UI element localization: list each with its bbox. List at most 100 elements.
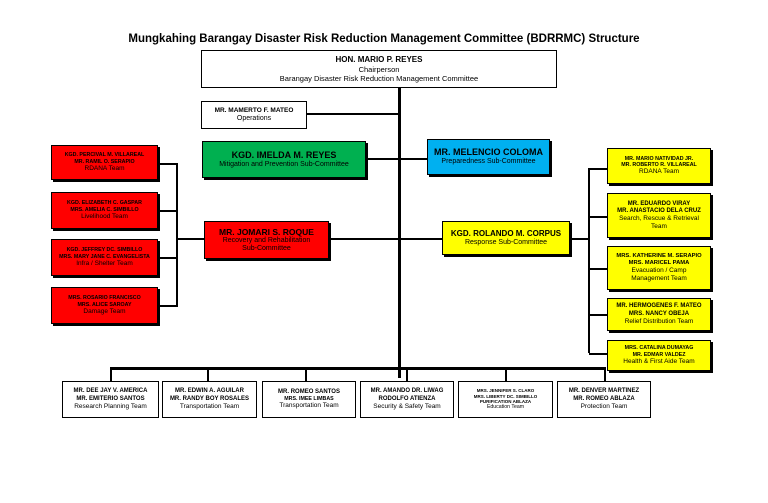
- bottom-team-box: MR. AMANDO DR. LIWAG RODOLFO ATIENZA Sec…: [360, 381, 454, 418]
- team-name: Transportation Team: [179, 402, 240, 410]
- team-member-1: MRS. KATHERINE M. SERAPIO: [616, 253, 702, 260]
- team-member-2: MR. ROMEO ABLAZA: [573, 395, 635, 402]
- right-team-box: MR. EDUARDO VIRAY MR. ANASTACIO DELA CRU…: [607, 193, 711, 238]
- team-name-line1: Search, Rescue & Retrieval: [619, 214, 699, 222]
- team-name: Security & Safety Team: [373, 402, 441, 410]
- recovery-connector: [329, 238, 398, 240]
- team-name: Protection Team: [580, 402, 628, 410]
- bottom-drop-2: [207, 367, 209, 381]
- main-trunk-line: [398, 88, 401, 378]
- team-member-1: MR. MARIO NATIVIDAD JR.: [624, 155, 694, 162]
- team-member-1: MR. DENVER MARTINEZ: [568, 388, 640, 395]
- team-member-2: MRS. NANCY OBEJA: [628, 310, 690, 317]
- recovery-name: MR. JOMARI S. ROQUE: [219, 226, 314, 237]
- team-member-2: MR. RANDY BOY ROSALES: [169, 395, 250, 402]
- team-member-2: MR. ROBERTO R. VILLAREAL: [621, 162, 697, 169]
- team-member-2: MR. EDMAR VALDEZ: [632, 351, 686, 358]
- team-member-1: MR. HERMOGENES F. MATEO: [616, 303, 702, 310]
- team-name-line2: Team: [651, 222, 667, 230]
- team-member-2: MR. ANASTACIO DELA CRUZ: [617, 207, 701, 214]
- right-stub-5: [589, 353, 607, 355]
- preparedness-role: Preparedness Sub-Committee: [441, 158, 536, 166]
- bottom-drop-4: [406, 367, 408, 381]
- right-team-box: MR. MARIO NATIVIDAD JR. MR. ROBERTO R. V…: [607, 148, 711, 184]
- team-name-line1: Relief Distribution Team: [624, 317, 694, 325]
- response-subcommittee-box: KGD. ROLANDO M. CORPUS Response Sub-Comm…: [442, 221, 570, 255]
- bottom-team-box: MRS. JENNIFER S. CLARO MRS. LIBERTY DC. …: [458, 381, 553, 418]
- team-member-1: MRS. CATALINA DUMAYAG: [624, 345, 694, 352]
- team-member-1: MRS. JENNIFER S. CLARO: [476, 388, 535, 394]
- team-member-2: MR. RAMIL O. SERAPIO: [74, 158, 135, 165]
- response-role: Response Sub-Committee: [464, 238, 548, 246]
- right-branch-connector: [570, 238, 589, 240]
- preparedness-name: MR. MELENCIO COLOMA: [434, 147, 543, 158]
- left-stub-2: [158, 210, 177, 212]
- response-connector: [401, 238, 442, 240]
- operations-name: MR. MAMERTO F. MATEO: [214, 106, 294, 114]
- team-member-2: MRS. AMELIA C. SIMBILLO: [70, 206, 139, 213]
- right-team-box: MR. HERMOGENES F. MATEO MRS. NANCY OBEJA…: [607, 298, 711, 331]
- team-member-1: MRS. ROSARIO FRANCISCO: [68, 295, 141, 302]
- team-name: Infra / Shelter Team: [76, 259, 133, 267]
- recovery-subcommittee-box: MR. JOMARI S. ROQUE Recovery and Rehabil…: [204, 221, 329, 259]
- bottom-drop-5: [505, 367, 507, 381]
- response-name: KGD. ROLANDO M. CORPUS: [450, 229, 562, 238]
- team-name-line2: Management Team: [631, 274, 687, 282]
- bottom-drop-3: [305, 367, 307, 381]
- right-stub-2: [589, 216, 607, 218]
- team-member-2: RODOLFO ATIENZA: [378, 395, 436, 402]
- team-member-2: MRS. MARICEL PAMA: [628, 260, 690, 267]
- right-stub-4: [589, 314, 607, 316]
- team-name-line1: Evacuation / Camp: [631, 267, 687, 275]
- left-stub-4: [158, 305, 177, 307]
- preparedness-connector: [401, 158, 427, 160]
- right-stub-3: [589, 268, 607, 270]
- chart-title: Mungkahing Barangay Disaster Risk Reduct…: [128, 33, 640, 45]
- recovery-role-line2: Sub-Committee: [242, 245, 291, 253]
- left-team-box: MRS. ROSARIO FRANCISCO MRS. ALICE SAROAY…: [51, 287, 158, 324]
- team-name-line1: Health & First Aide Team: [623, 357, 695, 365]
- team-member-2: MRS. MARY JANE C. EVANGELISTA: [59, 253, 150, 260]
- right-bracket-line: [588, 168, 590, 353]
- chairperson-box: HON. MARIO P. REYES Chairperson Barangay…: [201, 50, 557, 88]
- team-name: RDANA Team: [84, 164, 125, 172]
- operations-box: MR. MAMERTO F. MATEO Operations: [201, 101, 307, 129]
- left-team-box: KGD. PERCIVAL M. VILLAREAL MR. RAMIL O. …: [51, 145, 158, 180]
- team-member-2: MRS. LIBERTY DC. SIMBILLO: [473, 393, 538, 399]
- team-member-1: MR. DEE JAY V. AMERICA: [73, 388, 148, 395]
- team-name-line1: RDANA Team: [639, 168, 679, 176]
- mitigation-subcommittee-box: KGD. IMELDA M. REYES Mitigation and Prev…: [202, 141, 366, 178]
- chairperson-role: Chairperson: [358, 64, 400, 74]
- left-stub-1: [158, 163, 177, 165]
- team-member-1: KGD. ELIZABETH C. GASPAR: [67, 200, 142, 207]
- operations-role: Operations: [236, 114, 272, 122]
- team-member-2: MR. EMITERIO SANTOS: [76, 395, 145, 402]
- bottom-team-box: MR. ROMEO SANTOS MRS. IMEE LIMBAS Transp…: [262, 381, 356, 418]
- bottom-team-box: MR. EDWIN A. AGUILAR MR. RANDY BOY ROSAL…: [162, 381, 257, 418]
- chairperson-name: HON. MARIO P. REYES: [335, 55, 423, 65]
- bottom-team-box: MR. DENVER MARTINEZ MR. ROMEO ABLAZA Pro…: [557, 381, 651, 418]
- chairperson-committee: Barangay Disaster Risk Reduction Managem…: [279, 73, 479, 83]
- team-name: Transportation Team: [279, 402, 339, 410]
- bottom-bus-line: [110, 367, 606, 370]
- bottom-drop-1: [110, 367, 112, 381]
- team-name: Livelihood Team: [81, 212, 128, 220]
- team-member-1: KGD. JEFFREY DC. SIMBILLO: [66, 247, 143, 254]
- preparedness-subcommittee-box: MR. MELENCIO COLOMA Preparedness Sub-Com…: [427, 139, 550, 175]
- team-name: Education Team: [486, 404, 525, 411]
- mitigation-name: KGD. IMELDA M. REYES: [231, 149, 337, 160]
- team-member-1: MR. AMANDO DR. LIWAG: [370, 388, 444, 395]
- right-stub-1: [589, 168, 607, 170]
- left-bracket-line: [176, 163, 178, 307]
- mitigation-connector: [366, 158, 398, 160]
- left-team-box: KGD. JEFFREY DC. SIMBILLO MRS. MARY JANE…: [51, 239, 158, 276]
- left-team-box: KGD. ELIZABETH C. GASPAR MRS. AMELIA C. …: [51, 192, 158, 229]
- operations-connector: [307, 113, 398, 115]
- left-branch-connector: [177, 238, 204, 240]
- bottom-drop-6: [604, 367, 606, 381]
- left-stub-3: [158, 257, 177, 259]
- team-member-2: MRS. IMEE LIMBAS: [284, 396, 334, 403]
- team-name: Research Planning Team: [74, 402, 147, 410]
- right-team-box: MRS. KATHERINE M. SERAPIO MRS. MARICEL P…: [607, 246, 711, 290]
- recovery-role-line1: Recovery and Rehabilitation: [222, 236, 311, 244]
